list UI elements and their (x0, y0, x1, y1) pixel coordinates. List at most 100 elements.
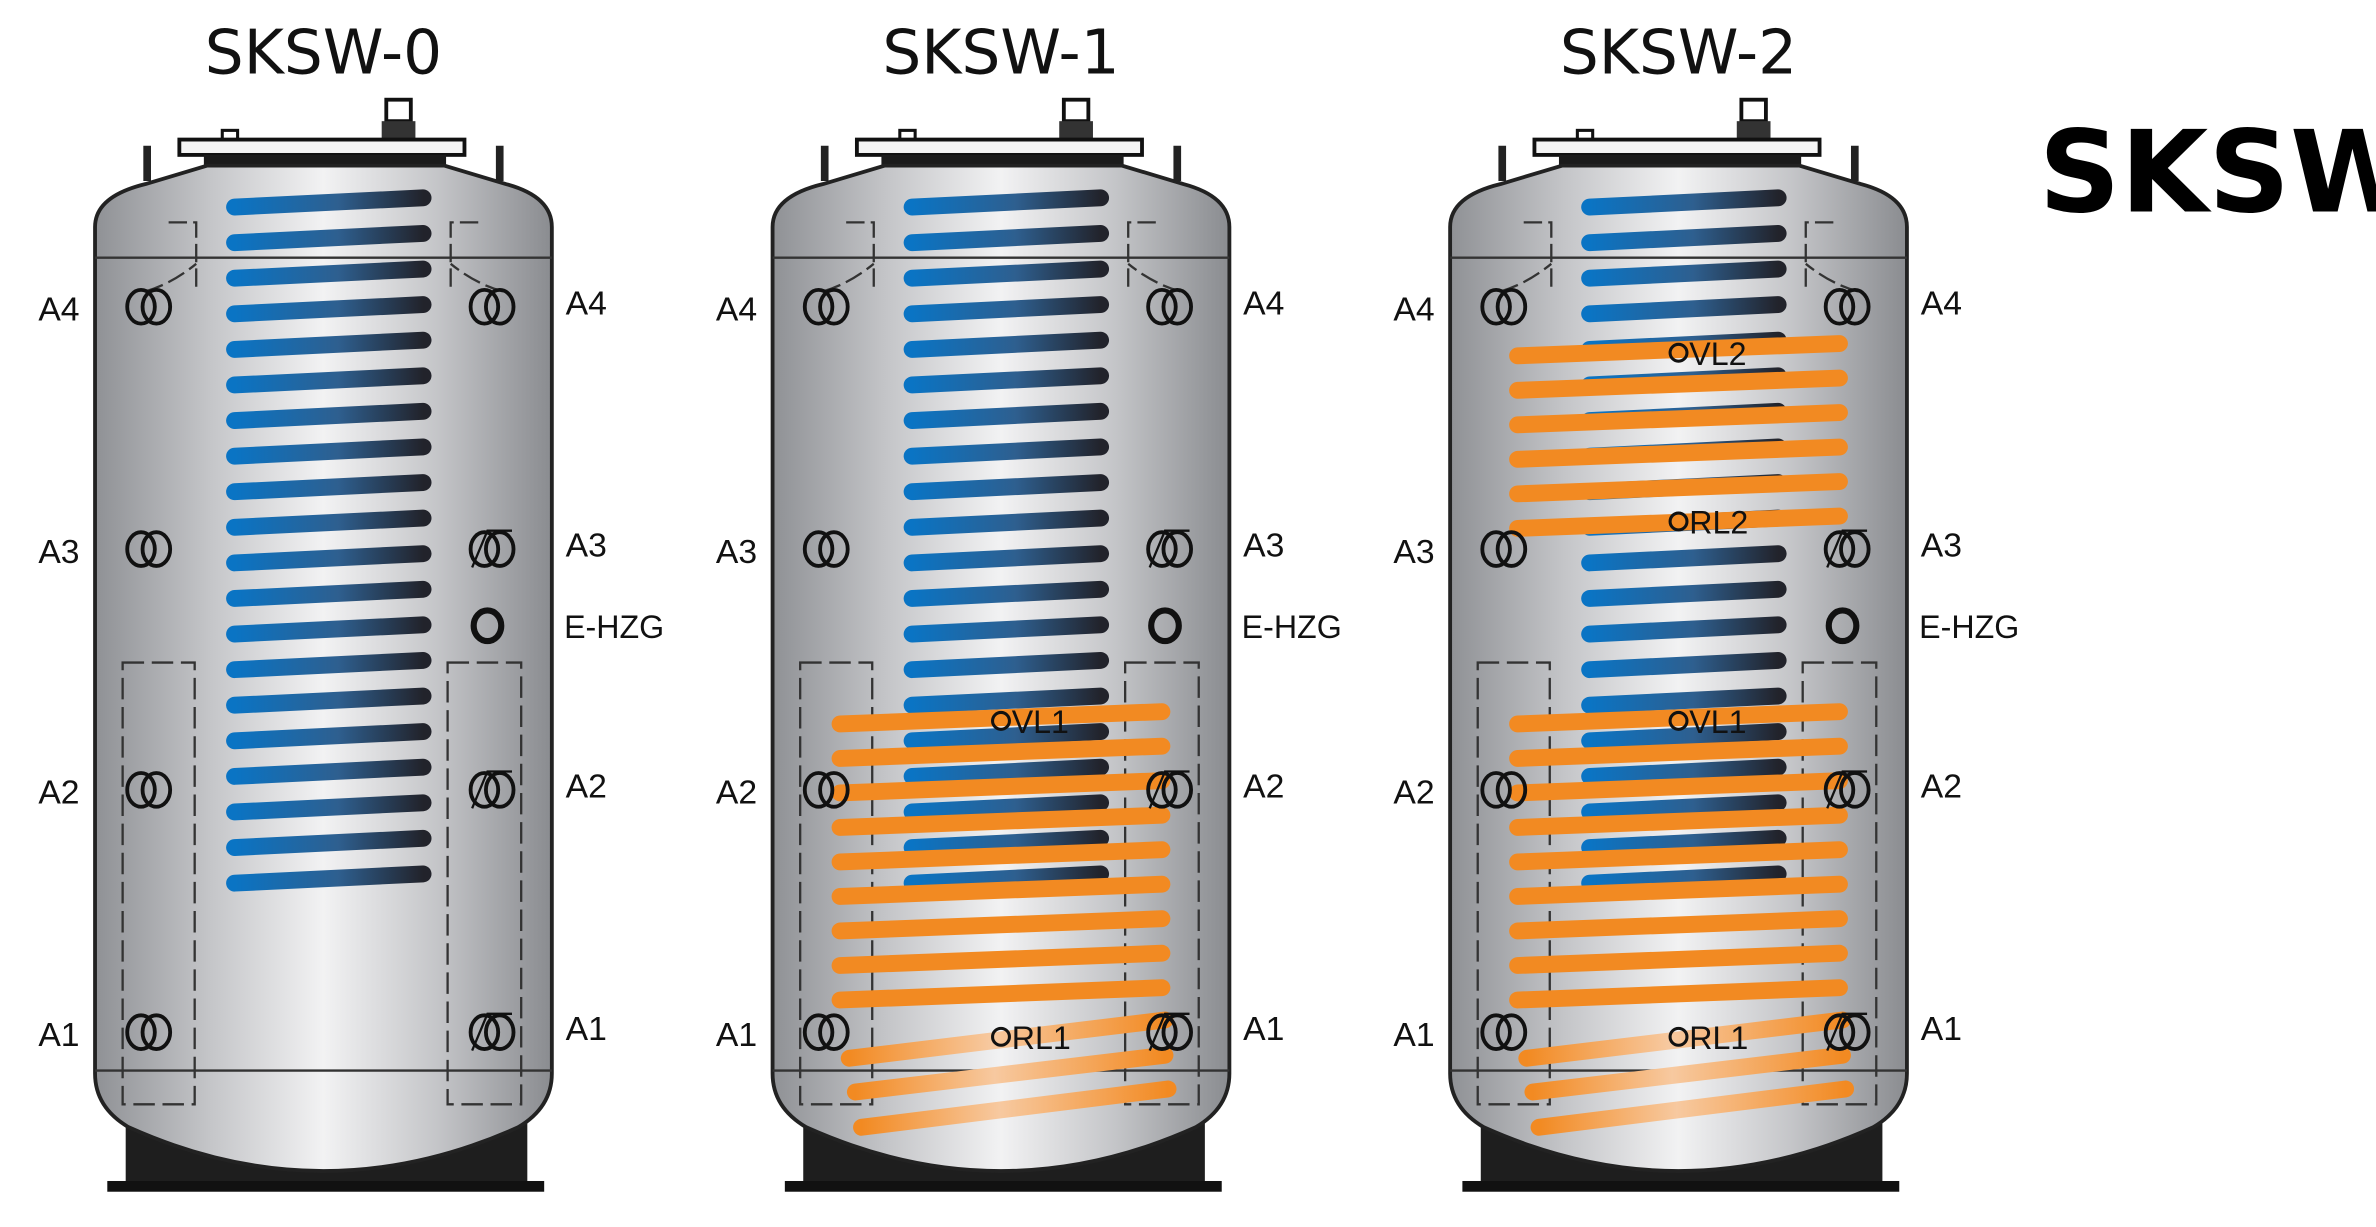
dhw-coil-turn (226, 474, 432, 501)
solar-coil-turn (1509, 910, 1848, 940)
dhw-coil-turn (226, 189, 432, 216)
solar-coil-turn (1509, 944, 1848, 974)
dhw-coil-turn (226, 580, 432, 607)
heater-label: E-HZG (1919, 609, 2019, 645)
sensor-port-icon (1668, 1026, 1689, 1047)
valve-icon (1061, 97, 1091, 124)
dhw-coil-turn (903, 260, 1110, 287)
flow-label: VL2 (1689, 336, 1746, 372)
dhw-coil-turn (226, 865, 432, 892)
port-label-left: A3 (1393, 533, 1434, 571)
port-connection-icon (802, 771, 835, 809)
solar-coil-turn (1509, 979, 1848, 1009)
port-connection-icon (1480, 771, 1512, 809)
port-label-left: A2 (716, 774, 757, 812)
solar-coil-turn (1509, 703, 1848, 733)
port-connection-icon (1839, 771, 1871, 809)
port-label-right: A3 (1921, 527, 1962, 565)
port-connection-icon (1495, 1013, 1528, 1052)
dhw-coil-turn (903, 367, 1110, 394)
solar-coil-turn (1509, 841, 1848, 871)
tank-title: SKSW-1 (882, 18, 1119, 89)
flange (177, 137, 467, 157)
return-label: RL1 (1689, 1020, 1748, 1056)
port-label-left: A1 (716, 1016, 757, 1054)
dhw-coil-turn (903, 545, 1110, 572)
return-label: RL1 (1012, 1020, 1071, 1056)
port-connection-icon (125, 287, 157, 326)
port-connection-icon (125, 1013, 157, 1052)
port-connection-icon (1161, 530, 1193, 568)
solar-coil-turn (831, 703, 1171, 733)
solar-coil-turn (1509, 404, 1848, 434)
flow-label: VL1 (1012, 704, 1069, 740)
dhw-coil-turn (903, 474, 1110, 501)
tank-base (784, 1180, 1222, 1192)
port-connection-icon (484, 1013, 516, 1052)
port-connection-icon (1146, 1013, 1178, 1052)
solar-coil-turn (831, 910, 1171, 940)
dhw-coil-turn (903, 296, 1110, 323)
port-label-right: A3 (1243, 527, 1284, 565)
dhw-coil-turn (226, 438, 432, 465)
port-label-right: A1 (1921, 1010, 1962, 1048)
port-label-left: A4 (1393, 291, 1434, 329)
stratification-pipe (1124, 661, 1200, 1106)
port-connection-icon (802, 530, 835, 568)
brand-title: SKSW (2039, 107, 2376, 239)
port-connection-icon (818, 771, 850, 809)
port-connection-icon (1823, 530, 1856, 568)
stratification-pipe (1476, 661, 1551, 1106)
port-connection-icon (1839, 1013, 1871, 1052)
port-connection-icon (1839, 287, 1871, 326)
electric-heater-port-icon (1825, 607, 1860, 645)
dhw-coil-turn (903, 509, 1110, 536)
port-connection-icon (468, 287, 501, 326)
solar-coil-turn (1509, 473, 1848, 503)
port-connection-icon (484, 771, 516, 809)
solar-coil-turn (1509, 875, 1848, 905)
dhw-coil-turn (1581, 296, 1787, 323)
flange (854, 137, 1144, 157)
port-label-left: A2 (38, 774, 79, 812)
solar-coil-turn (831, 737, 1171, 767)
port-connection-icon (140, 530, 173, 568)
solar-coil-turn (831, 841, 1171, 871)
port-label-left: A3 (38, 533, 79, 571)
dhw-coil-turn (226, 367, 432, 394)
dhw-coil-turn (1581, 616, 1787, 643)
port-connection-icon (468, 1013, 501, 1052)
dhw-coil-turn (226, 794, 432, 821)
port-label-left: A4 (716, 291, 757, 329)
solar-coil-turn (1524, 1046, 1851, 1101)
solar-coil-turn (831, 944, 1171, 974)
dhw-coil-turn (226, 545, 432, 572)
dhw-coil-turn (903, 438, 1110, 465)
dhw-coil-turn (903, 865, 1110, 892)
port-connection-icon (1146, 287, 1178, 326)
dhw-coil-turn (1581, 758, 1787, 785)
tank-title: SKSW-0 (205, 18, 442, 89)
valve-icon (384, 97, 413, 124)
dhw-coil-turn (903, 758, 1110, 785)
port-connection-icon (1495, 287, 1528, 326)
sensor-port-icon (1668, 710, 1689, 731)
dhw-coil-turn (226, 331, 432, 358)
solar-coil-turn (1509, 507, 1848, 537)
port-connection-icon (1480, 530, 1512, 568)
dhw-coil-turn (903, 794, 1110, 821)
dhw-coil-turn (903, 616, 1110, 643)
port-connection-icon (1480, 1013, 1512, 1052)
dhw-coil-turn (1581, 651, 1787, 679)
port-label-left: A2 (1393, 774, 1434, 812)
port-connection-icon (818, 1013, 850, 1052)
port-label-right: A1 (566, 1010, 607, 1048)
port-connection-icon (818, 530, 850, 568)
solar-coil-turn (831, 772, 1171, 802)
dhw-coil-turn (903, 189, 1110, 216)
port-connection-icon (484, 287, 516, 326)
solar-coil-turn (846, 1046, 1174, 1101)
dhw-coil-turn (226, 296, 432, 323)
